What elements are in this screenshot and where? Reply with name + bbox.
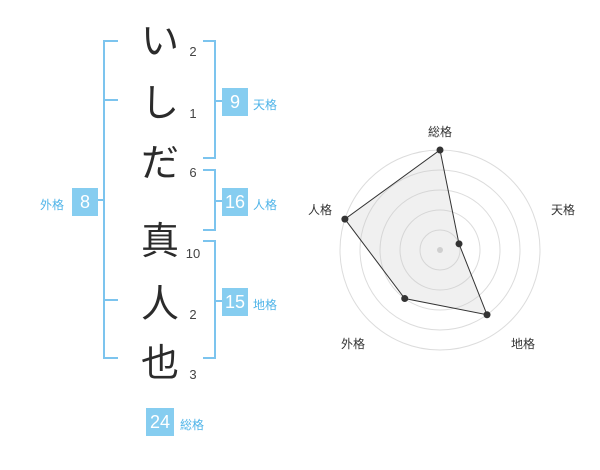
radar-point-5 [341,215,349,223]
radar-series-polygon [344,149,488,316]
stroke-count-3: 6 [189,165,197,180]
gaikaku-label: 外格 [40,198,65,212]
jinkaku-label: 人格 [253,198,278,212]
radar-axis-label-soukaku: 総格 [428,125,453,139]
radar-point-3 [483,311,491,319]
soukaku-badge: 24 [146,408,174,436]
radar-axis-label-jinkaku: 人格 [308,203,333,217]
radar-point-2 [455,240,463,248]
name-char-2: し [140,81,179,125]
radar-point-1 [436,146,444,154]
radar-point-4 [401,295,409,303]
name-char-5: 人 [140,282,179,326]
tenkaku-badge: 9 [222,88,248,116]
radar-ring [359,169,521,331]
jinkaku-badge: 16 [222,188,248,216]
stroke-count-5: 2 [189,307,197,322]
name-char-1: い [140,19,179,63]
chikaku-label: 地格 [253,298,278,312]
soukaku-label: 総格 [180,418,205,432]
stroke-count-1: 2 [189,44,197,59]
gaikaku-badge: 8 [72,188,98,216]
radar-chart [339,146,541,351]
radar-ring [399,209,481,291]
radar-axis-label-chikaku: 地格 [511,337,536,351]
radar-axis-label-tenkaku: 天格 [551,203,576,217]
chikaku-bracket [203,240,216,359]
tenkaku-label: 天格 [253,98,278,112]
name-char-4: 真 [140,219,179,263]
chikaku-badge: 15 [222,288,248,316]
name-char-3: だ [140,141,179,185]
radar-ring [419,229,461,271]
radar-ring [379,189,501,311]
radar-center-dot [437,247,443,253]
gaikaku-bracket [103,40,118,359]
stroke-count-4: 10 [185,246,201,261]
name-char-6: 也 [140,341,179,385]
stroke-count-6: 3 [189,367,197,382]
radar-axis-label-gaikaku: 外格 [341,337,366,351]
tenkaku-bracket [203,40,216,159]
stroke-count-2: 1 [189,106,197,121]
